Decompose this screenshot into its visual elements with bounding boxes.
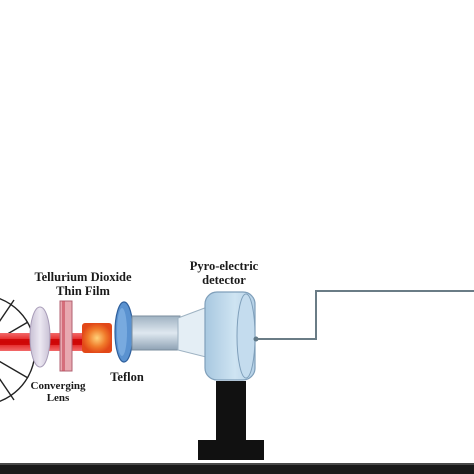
laser-beam-core bbox=[0, 339, 112, 345]
teflon-label: Teflon bbox=[110, 370, 144, 384]
optical-bench bbox=[0, 463, 474, 474]
teflon-disk-face bbox=[117, 308, 127, 356]
film-heating-glow bbox=[82, 323, 112, 353]
thin-film-label-line2: Thin Film bbox=[56, 284, 110, 298]
thin-film-edge bbox=[62, 301, 65, 371]
detector-stand-post bbox=[216, 381, 246, 441]
detector-label-line1: Pyro-electric bbox=[190, 259, 259, 273]
lens-label-line2: Lens bbox=[47, 392, 70, 404]
lens-label-line1: Converging bbox=[31, 380, 87, 392]
detector-label-line2: detector bbox=[202, 273, 246, 287]
detector-tube bbox=[131, 315, 181, 351]
tellurium-dioxide-thin-film bbox=[59, 300, 73, 372]
signal-wire bbox=[256, 290, 474, 340]
detector-stand-base bbox=[198, 440, 264, 460]
thin-film-label-line1: Tellurium Dioxide bbox=[34, 270, 132, 284]
bench-rail-highlight bbox=[0, 463, 474, 465]
converging-lens bbox=[29, 306, 51, 368]
detector-face bbox=[236, 293, 256, 379]
